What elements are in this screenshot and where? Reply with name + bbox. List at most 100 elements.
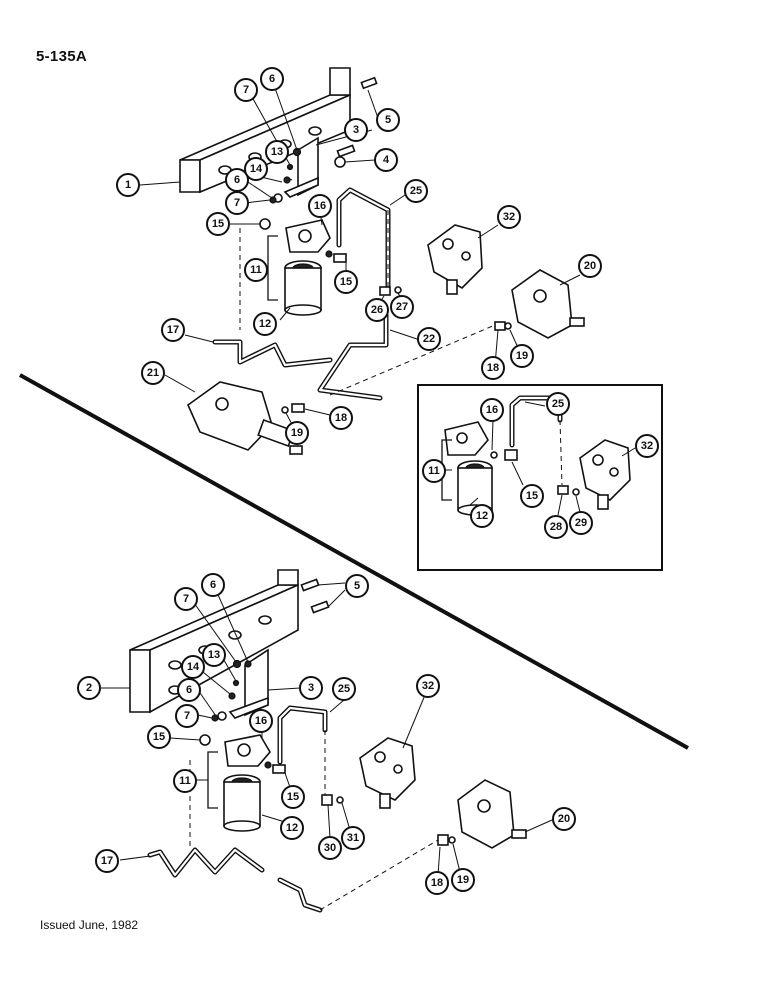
bottom-valve-20 [457, 779, 527, 849]
svg-text:6: 6 [269, 73, 275, 85]
callout-bottom-13: 13 [202, 643, 226, 667]
svg-text:19: 19 [516, 350, 528, 362]
bottom-valve-32 [359, 737, 416, 809]
svg-text:28: 28 [550, 521, 562, 533]
svg-text:25: 25 [338, 683, 350, 695]
callout-top-5: 5 [376, 108, 400, 132]
callout-inset-16: 16 [480, 398, 504, 422]
callout-top-32: 32 [497, 205, 521, 229]
svg-text:2: 2 [86, 682, 92, 694]
svg-text:11: 11 [179, 775, 191, 787]
svg-text:4: 4 [383, 154, 390, 166]
callout-bottom-16: 16 [249, 709, 273, 733]
callout-bottom-12: 12 [280, 816, 304, 840]
callout-bottom-25: 25 [332, 677, 356, 701]
svg-text:3: 3 [353, 124, 359, 136]
svg-text:15: 15 [153, 731, 165, 743]
svg-text:7: 7 [184, 710, 190, 722]
top-valve-32 [427, 224, 483, 295]
callout-top-18a: 18 [481, 356, 505, 380]
callout-bottom-5: 5 [345, 574, 369, 598]
top-filter-head [285, 219, 347, 263]
callout-top-11: 11 [244, 258, 268, 282]
page-code: 5-135A [36, 48, 87, 65]
svg-text:19: 19 [457, 874, 469, 886]
callout-bottom-2: 2 [77, 676, 101, 700]
callout-top-15a: 15 [206, 212, 230, 236]
svg-text:25: 25 [552, 398, 564, 410]
svg-text:18: 18 [487, 362, 499, 374]
callout-top-1: 1 [116, 173, 140, 197]
svg-text:5: 5 [354, 580, 360, 592]
callout-top-18b: 18 [329, 406, 353, 430]
callout-top-27: 27 [390, 295, 414, 319]
svg-text:25: 25 [410, 185, 422, 197]
callout-bottom-7a: 7 [174, 587, 198, 611]
callout-bottom-17: 17 [95, 849, 119, 873]
svg-text:15: 15 [287, 791, 299, 803]
svg-text:29: 29 [575, 517, 587, 529]
svg-text:6: 6 [210, 579, 216, 591]
svg-text:14: 14 [250, 163, 263, 175]
svg-text:32: 32 [422, 680, 434, 692]
callout-bottom-15b: 15 [281, 785, 305, 809]
callout-bottom-30: 30 [318, 836, 342, 860]
svg-text:16: 16 [314, 200, 326, 212]
callout-inset-32: 32 [635, 434, 659, 458]
callout-bottom-11: 11 [173, 769, 197, 793]
callout-top-20: 20 [578, 254, 602, 278]
callout-top-19b: 19 [285, 421, 309, 445]
svg-text:16: 16 [255, 715, 267, 727]
callout-inset-15: 15 [520, 484, 544, 508]
callout-bottom-7b: 7 [175, 704, 199, 728]
svg-text:22: 22 [423, 333, 435, 345]
svg-text:7: 7 [234, 197, 240, 209]
svg-text:1: 1 [125, 179, 131, 191]
svg-text:7: 7 [243, 84, 249, 96]
callout-bottom-15a: 15 [147, 725, 171, 749]
svg-text:32: 32 [503, 211, 515, 223]
callout-bottom-31: 31 [341, 826, 365, 850]
svg-text:20: 20 [584, 260, 596, 272]
callout-inset-28: 28 [544, 515, 568, 539]
svg-text:11: 11 [250, 264, 262, 276]
svg-text:5: 5 [385, 114, 391, 126]
svg-text:19: 19 [291, 427, 303, 439]
callout-bottom-6a: 6 [201, 573, 225, 597]
svg-text:31: 31 [347, 832, 359, 844]
callout-top-4: 4 [374, 148, 398, 172]
svg-text:13: 13 [208, 649, 220, 661]
svg-text:32: 32 [641, 440, 653, 452]
top-valve-20 [511, 269, 585, 339]
top-filter-element [284, 260, 322, 316]
svg-text:6: 6 [186, 684, 192, 696]
callout-top-15b: 15 [334, 270, 358, 294]
callout-top-26: 26 [365, 298, 389, 322]
svg-text:26: 26 [371, 304, 383, 316]
callout-top-16: 16 [308, 194, 332, 218]
callout-top-25: 25 [404, 179, 428, 203]
callout-inset-12: 12 [470, 504, 494, 528]
svg-text:16: 16 [486, 404, 498, 416]
svg-text:18: 18 [335, 412, 347, 424]
svg-text:13: 13 [271, 146, 283, 158]
callout-top-17: 17 [161, 318, 185, 342]
callout-top-12: 12 [253, 312, 277, 336]
callout-top-21: 21 [141, 361, 165, 385]
svg-text:11: 11 [428, 465, 440, 477]
svg-text:15: 15 [526, 490, 538, 502]
callout-inset-29: 29 [569, 511, 593, 535]
callout-top-14: 14 [244, 157, 268, 181]
callout-top-13: 13 [265, 140, 289, 164]
divider-line [19, 373, 689, 750]
svg-text:6: 6 [234, 174, 240, 186]
svg-text:12: 12 [286, 822, 298, 834]
svg-text:3: 3 [308, 682, 314, 694]
callout-bottom-6b: 6 [177, 678, 201, 702]
svg-text:17: 17 [101, 855, 113, 867]
callout-top-22: 22 [417, 327, 441, 351]
svg-text:12: 12 [476, 510, 488, 522]
callout-inset-11: 11 [422, 459, 446, 483]
callout-bottom-19: 19 [451, 868, 475, 892]
